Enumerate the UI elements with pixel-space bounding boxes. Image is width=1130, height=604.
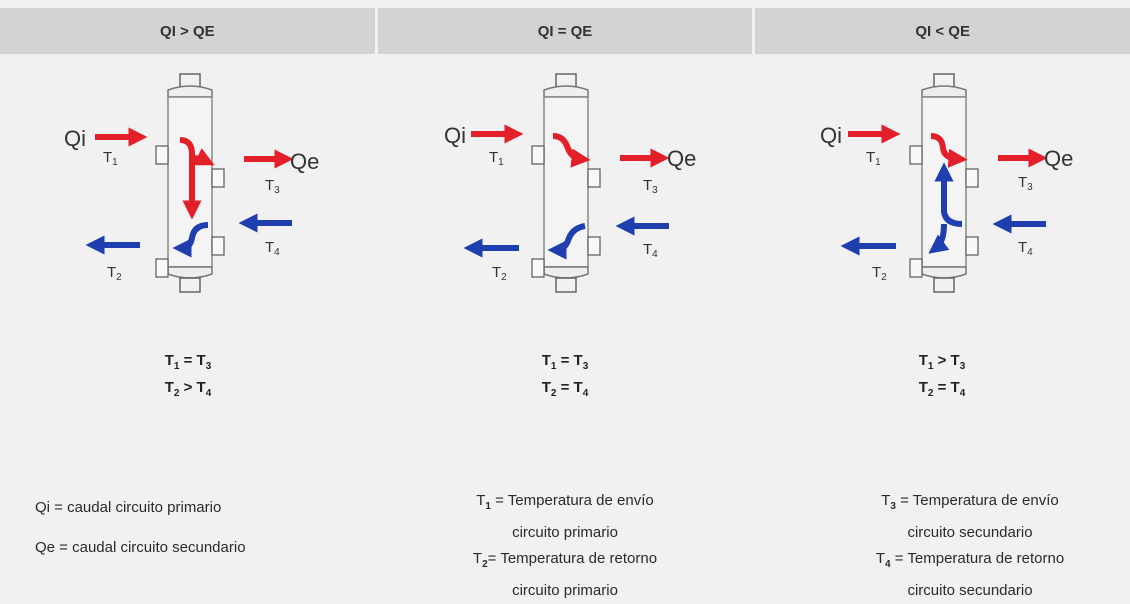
equation-line: T1 = T3 bbox=[164, 352, 212, 372]
diagram-qi-eq-qe: Qi T1 Qe T3 T4 T2 bbox=[377, 62, 753, 362]
svg-text:Qe: Qe bbox=[667, 146, 696, 171]
legend-t3: T3 = Temperatura de envío bbox=[881, 492, 1059, 512]
legend-t4-cont: circuito secundario bbox=[907, 582, 1033, 599]
legend-secondary-temps: T3 = Temperatura de envío circuito secun… bbox=[820, 488, 1120, 604]
svg-text:T1: T1 bbox=[103, 149, 118, 168]
legend-t1: T1 = Temperatura de envío bbox=[476, 492, 654, 512]
internal-blue-flow bbox=[547, 223, 586, 260]
legend-t2-cont: circuito primario bbox=[512, 582, 618, 599]
svg-text:T3: T3 bbox=[265, 177, 280, 196]
internal-blue-flow bbox=[172, 222, 209, 258]
diagram-qi-gt-qe: Qi T1 Qe T3 T4 T2 bbox=[0, 62, 376, 362]
legend-t4: T4 = Temperatura de retorno bbox=[875, 550, 1065, 570]
header-qi-eq-qe: QI = QE bbox=[377, 8, 756, 54]
svg-text:Qi: Qi bbox=[444, 123, 466, 148]
svg-text:T4: T4 bbox=[1018, 239, 1033, 258]
equation-line: T1 > T3 bbox=[918, 352, 966, 372]
internal-red-flow bbox=[552, 133, 591, 168]
header-qi-gt-qe: QI > QE bbox=[0, 8, 378, 54]
legend-t3-cont: circuito secundario bbox=[907, 524, 1033, 541]
legend-qi: Qi = caudal circuito primario bbox=[35, 499, 222, 516]
svg-text:T2: T2 bbox=[872, 264, 887, 283]
svg-text:Qi: Qi bbox=[820, 123, 842, 148]
equation-line: T1 = T3 bbox=[541, 352, 589, 372]
svg-text:T2: T2 bbox=[107, 264, 122, 283]
diagram-qi-lt-qe: Qi T1 Qe T3 T4 T2 bbox=[754, 62, 1130, 362]
equations-qi-eq-qe: T1 = T3 T2 = T4 bbox=[377, 350, 753, 404]
svg-text:T3: T3 bbox=[1018, 174, 1033, 193]
legend-flows: Qi = caudal circuito primario Qe = cauda… bbox=[35, 495, 246, 561]
legend-qe: Qe = caudal circuito secundario bbox=[35, 539, 246, 556]
internal-red-flow bbox=[179, 137, 202, 220]
header-row: QI > QE QI = QE QI < QE bbox=[0, 8, 1130, 54]
equation-line: T2 = T4 bbox=[918, 379, 966, 399]
internal-red-flow bbox=[930, 133, 968, 168]
legend-primary-temps: T1 = Temperatura de envío circuito prima… bbox=[420, 488, 710, 604]
equation-line: T2 > T4 bbox=[164, 379, 212, 399]
legend-t2: T2= Temperatura de retorno bbox=[472, 550, 658, 570]
svg-text:Qe: Qe bbox=[290, 149, 319, 174]
svg-text:T4: T4 bbox=[643, 241, 658, 260]
svg-text:T2: T2 bbox=[492, 264, 507, 283]
equations-qi-lt-qe: T1 > T3 T2 = T4 bbox=[754, 350, 1130, 404]
svg-text:T1: T1 bbox=[489, 149, 504, 168]
legend-t1-cont: circuito primario bbox=[512, 524, 618, 541]
header-qi-lt-qe: QI < QE bbox=[755, 8, 1130, 54]
equation-line: T2 = T4 bbox=[541, 379, 589, 399]
equations-qi-gt-qe: T1 = T3 T2 > T4 bbox=[0, 350, 376, 404]
svg-text:T3: T3 bbox=[643, 177, 658, 196]
internal-blue-flow bbox=[934, 162, 963, 227]
svg-text:Qe: Qe bbox=[1044, 146, 1073, 171]
svg-text:T1: T1 bbox=[866, 149, 881, 168]
svg-text:T4: T4 bbox=[265, 239, 280, 258]
svg-text:Qi: Qi bbox=[64, 126, 86, 151]
